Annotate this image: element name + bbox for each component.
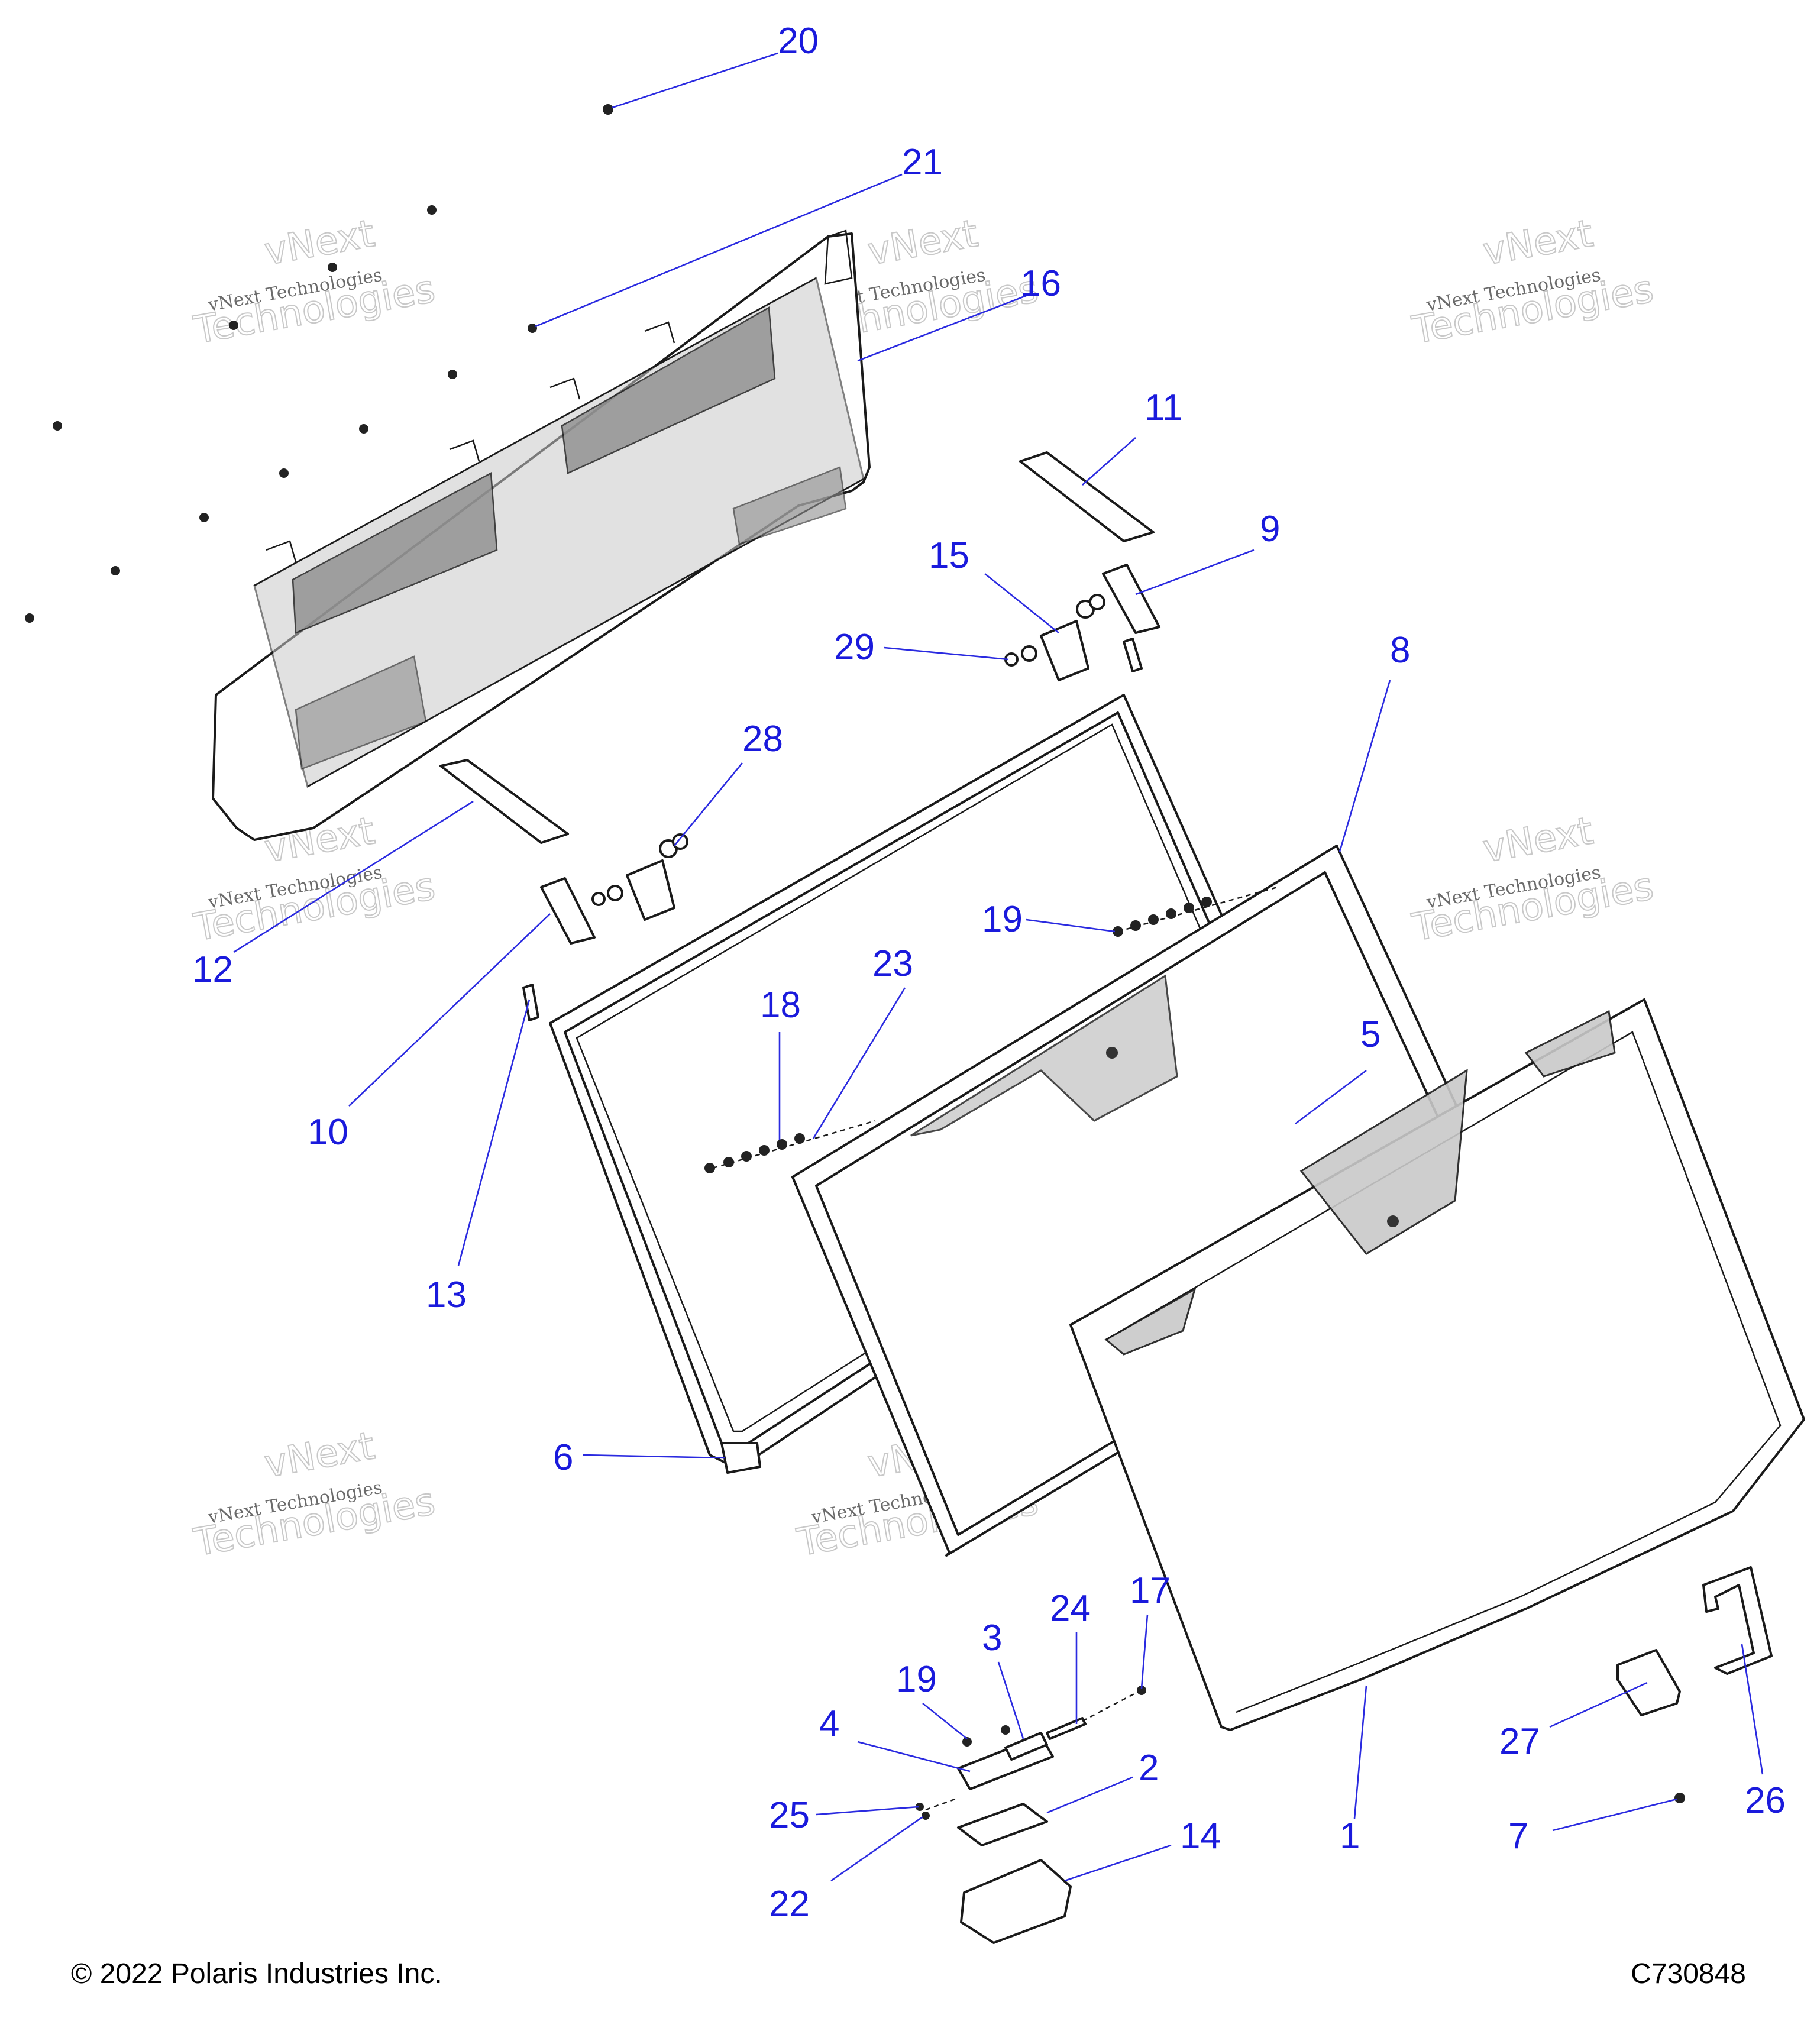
- part-22-nut: [922, 1812, 930, 1820]
- callout-21: 21: [902, 142, 943, 183]
- svg-text:vNext: vNext: [1480, 809, 1596, 871]
- callout-13: 13: [426, 1275, 467, 1315]
- callout-23: 23: [872, 943, 913, 984]
- part-3-handle: [1004, 1732, 1048, 1761]
- callout-labels: 20 21 16 11 9 15 29 8 28 12 19 23 18 5 1…: [192, 21, 1786, 1925]
- part-9b-seal: [1123, 638, 1143, 672]
- callout-5: 5: [1360, 1014, 1380, 1055]
- part-14-cover: [960, 1859, 1072, 1944]
- svg-text:vNext: vNext: [865, 212, 981, 274]
- callout-9: 9: [1260, 509, 1280, 549]
- callout-12: 12: [192, 949, 233, 990]
- callout-4: 4: [819, 1703, 839, 1744]
- svg-text:vNext: vNext: [1480, 212, 1596, 274]
- svg-text:vNext: vNext: [261, 1424, 378, 1486]
- callout-11: 11: [1144, 387, 1182, 428]
- part-7-screw: [1674, 1793, 1685, 1803]
- callout-17: 17: [1130, 1570, 1171, 1611]
- copyright-notice: © 2022 Polaris Industries Inc.: [71, 1958, 442, 1990]
- callout-8: 8: [1390, 630, 1410, 671]
- watermark: vNext Technologies vNext Technologies: [190, 211, 439, 353]
- leader-lines: [233, 52, 1764, 1882]
- callout-29: 29: [834, 627, 875, 668]
- callout-14: 14: [1180, 1816, 1221, 1857]
- part-12-strip: [439, 759, 569, 844]
- screw-20: [603, 104, 613, 115]
- latch-assembly: [916, 1686, 1146, 1944]
- callout-15: 15: [929, 535, 969, 576]
- callout-10: 10: [308, 1112, 348, 1153]
- callout-7: 7: [1508, 1816, 1528, 1857]
- callout-3: 3: [982, 1618, 1002, 1658]
- callout-27: 27: [1499, 1721, 1540, 1762]
- part-9-pad: [1102, 564, 1160, 634]
- callout-26: 26: [1745, 1780, 1786, 1821]
- part-11-strip: [1019, 451, 1155, 542]
- part-25-washer: [916, 1803, 924, 1811]
- watermark: vNext Technologies vNext Technologies: [1408, 808, 1657, 950]
- callout-28: 28: [742, 719, 783, 759]
- callout-1: 1: [1340, 1816, 1360, 1857]
- part-15-hinge: [1004, 594, 1105, 681]
- part-26-bracket: [1702, 1566, 1773, 1675]
- callout-22: 22: [769, 1884, 810, 1925]
- fastener-row-left: [704, 1120, 876, 1173]
- fastener-screws: [25, 104, 613, 623]
- part-16-rear-panel: [212, 229, 871, 841]
- screw-21: [528, 324, 537, 333]
- fastener-row-right: [1113, 886, 1278, 937]
- part-19-screw: [962, 1737, 972, 1747]
- part-6-frame: [549, 694, 1302, 1474]
- callout-19-upper: 19: [982, 899, 1023, 940]
- part-17-pin: [1137, 1686, 1146, 1695]
- part-1-glass: [1069, 998, 1805, 1731]
- watermark: vNext Technologies vNext Technologies: [1408, 211, 1657, 353]
- callout-2: 2: [1139, 1748, 1159, 1789]
- callout-6: 6: [553, 1437, 573, 1478]
- callout-18: 18: [760, 985, 801, 1026]
- callout-25: 25: [769, 1795, 810, 1836]
- callout-16: 16: [1020, 263, 1061, 304]
- callout-24: 24: [1050, 1588, 1091, 1629]
- part-10-pad: [540, 877, 596, 945]
- drawing-number: C730848: [1631, 1958, 1746, 1990]
- part-2-bracket: [957, 1803, 1048, 1846]
- watermark: vNext Technologies vNext Technologies: [190, 1424, 439, 1566]
- callout-20: 20: [778, 21, 819, 62]
- svg-text:vNext: vNext: [261, 212, 378, 274]
- callout-19-lower: 19: [896, 1659, 937, 1700]
- part-24-rod: [1046, 1717, 1087, 1740]
- part-27-pad: [1616, 1649, 1681, 1716]
- part-28-hinge: [591, 833, 688, 921]
